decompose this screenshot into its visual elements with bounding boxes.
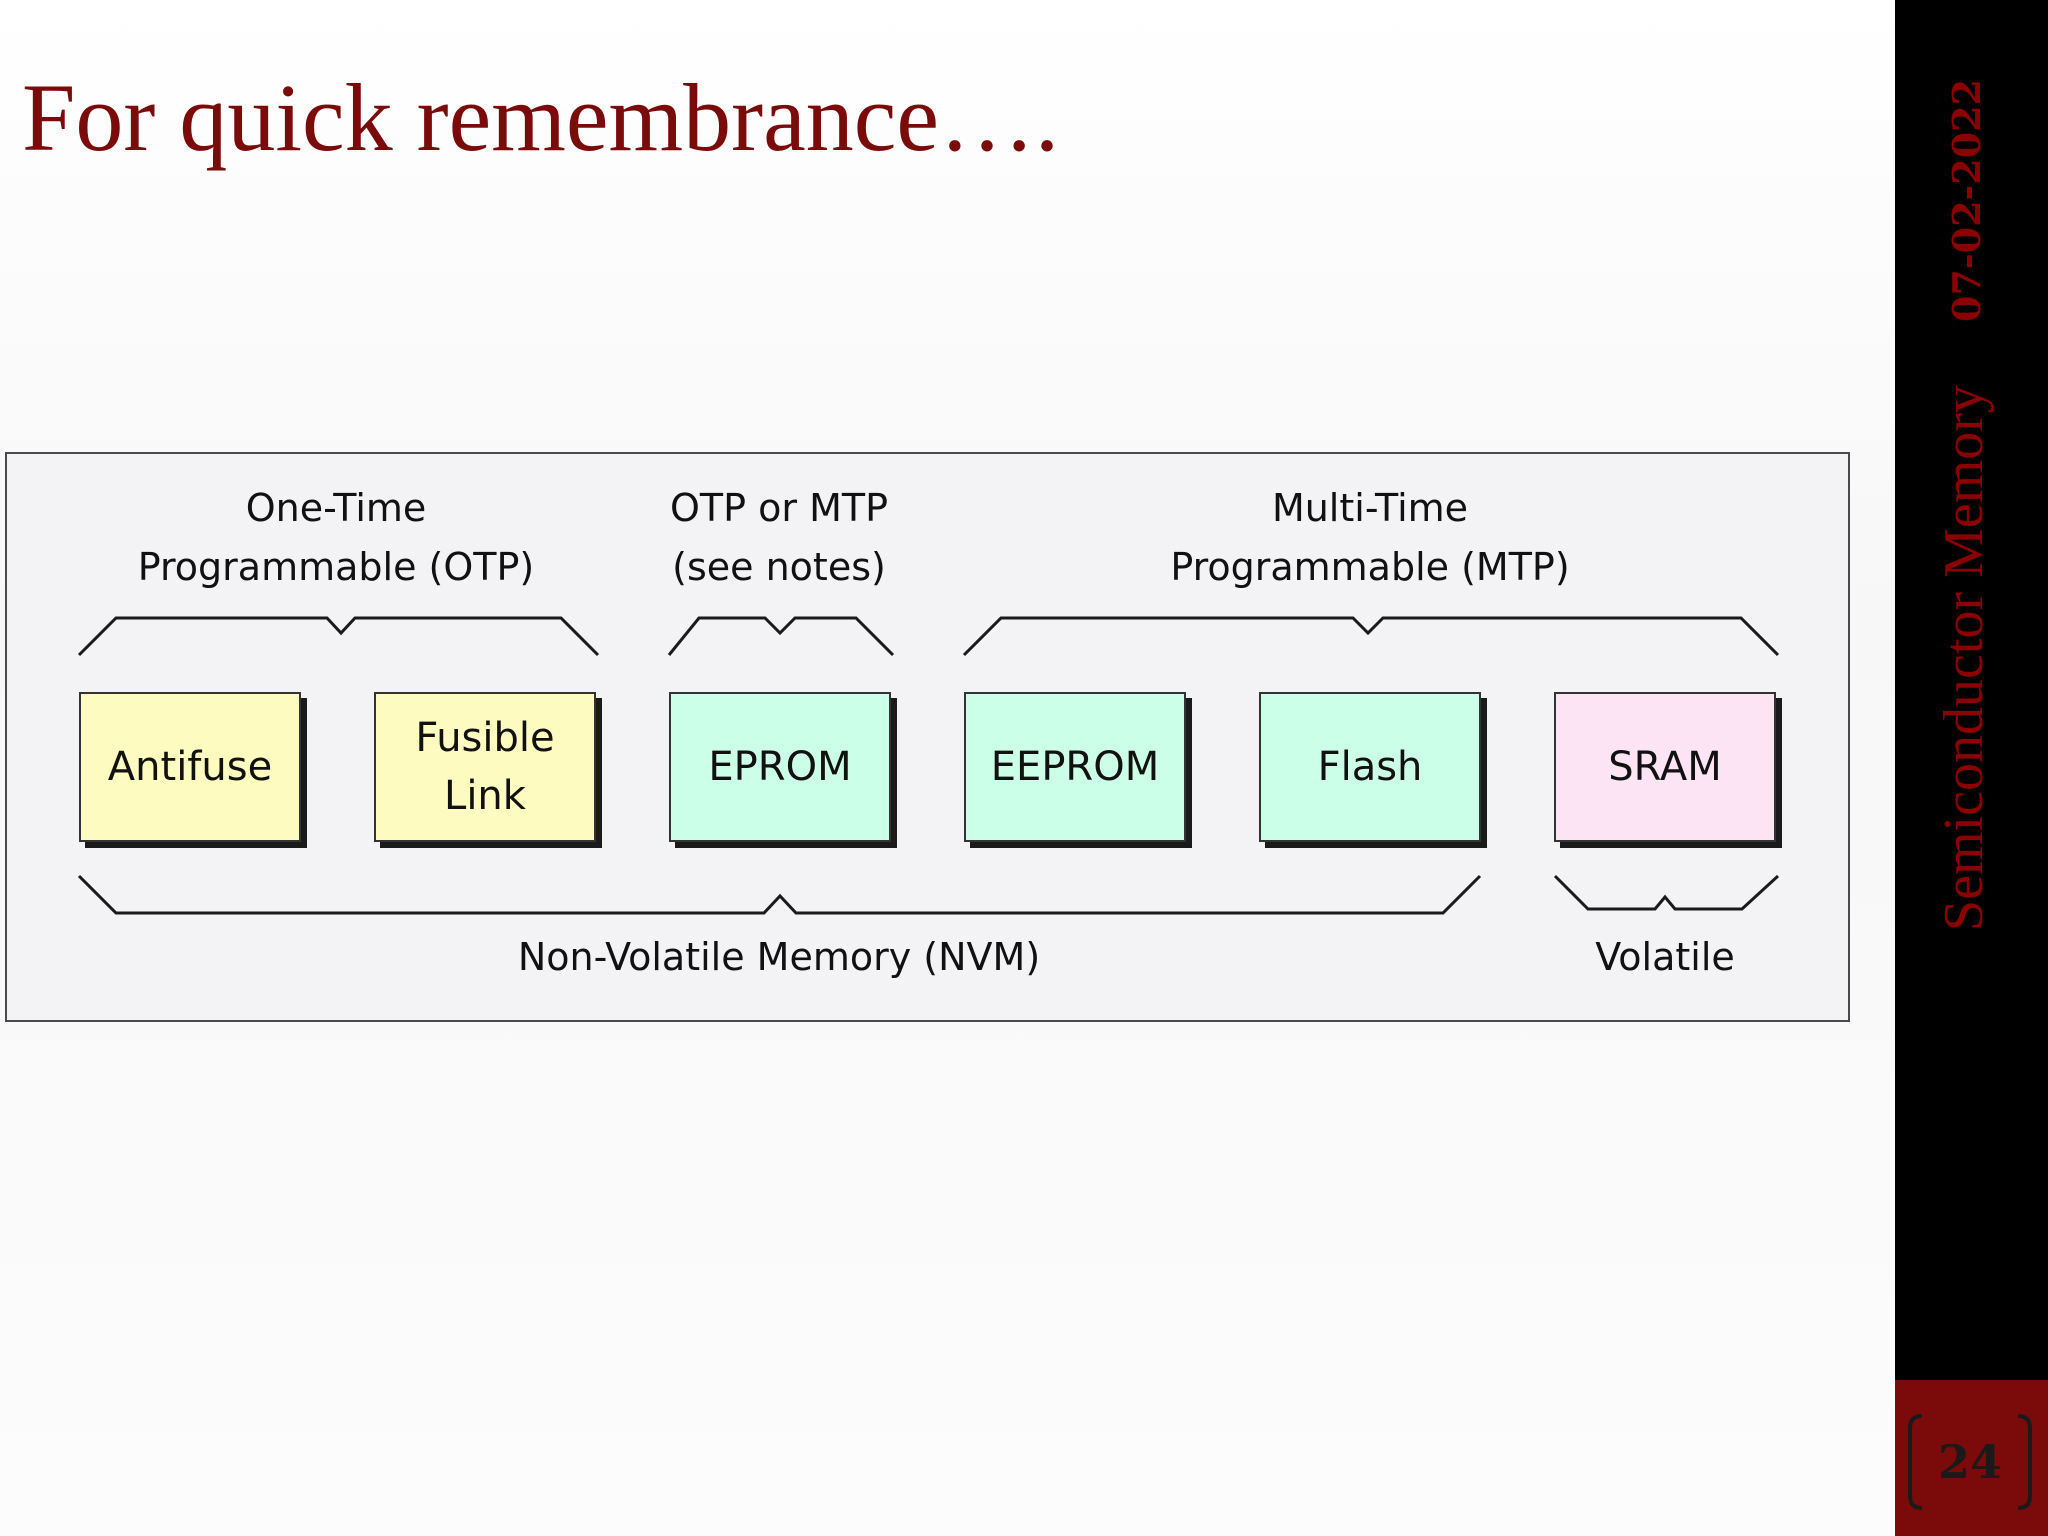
group-label-volatile: Volatile xyxy=(1595,935,1735,979)
bracket-layer xyxy=(77,616,1780,915)
sidebar-subject: Semiconductor Memory xyxy=(1933,385,1995,931)
box-fusible-link: Fusible Link xyxy=(374,692,596,842)
page-number: 24 xyxy=(1937,1435,2002,1489)
slide-title: For quick remembrance…. xyxy=(22,64,1059,171)
box-eeprom: EEPROM xyxy=(964,692,1186,842)
box-eprom: EPROM xyxy=(669,692,891,842)
group-label-otp: One-Time Programmable (OTP) xyxy=(137,486,535,589)
otp-or-mtp-brace xyxy=(667,616,895,657)
diagram-panel xyxy=(5,452,1850,1022)
group-label-otp-or-mtp: OTP or MTP (see notes) xyxy=(670,486,888,589)
volatile-brace xyxy=(1553,874,1780,911)
group-label-nvm: Non-Volatile Memory (NVM) xyxy=(517,935,1041,979)
box-antifuse: Antifuse xyxy=(79,692,301,842)
sidebar-date: 07-02-2022 xyxy=(1944,78,1989,322)
page-number-frame xyxy=(1908,1414,2032,1510)
nvm-brace xyxy=(77,874,1482,915)
box-flash: Flash xyxy=(1259,692,1481,842)
page-number-bar xyxy=(1895,1380,2048,1536)
group-label-mtp: Multi-Time Programmable (MTP) xyxy=(1170,486,1570,589)
mtp-brace xyxy=(962,616,1780,657)
sidebar xyxy=(1895,0,2048,1380)
box-sram: SRAM xyxy=(1554,692,1776,842)
otp-brace xyxy=(77,616,600,657)
